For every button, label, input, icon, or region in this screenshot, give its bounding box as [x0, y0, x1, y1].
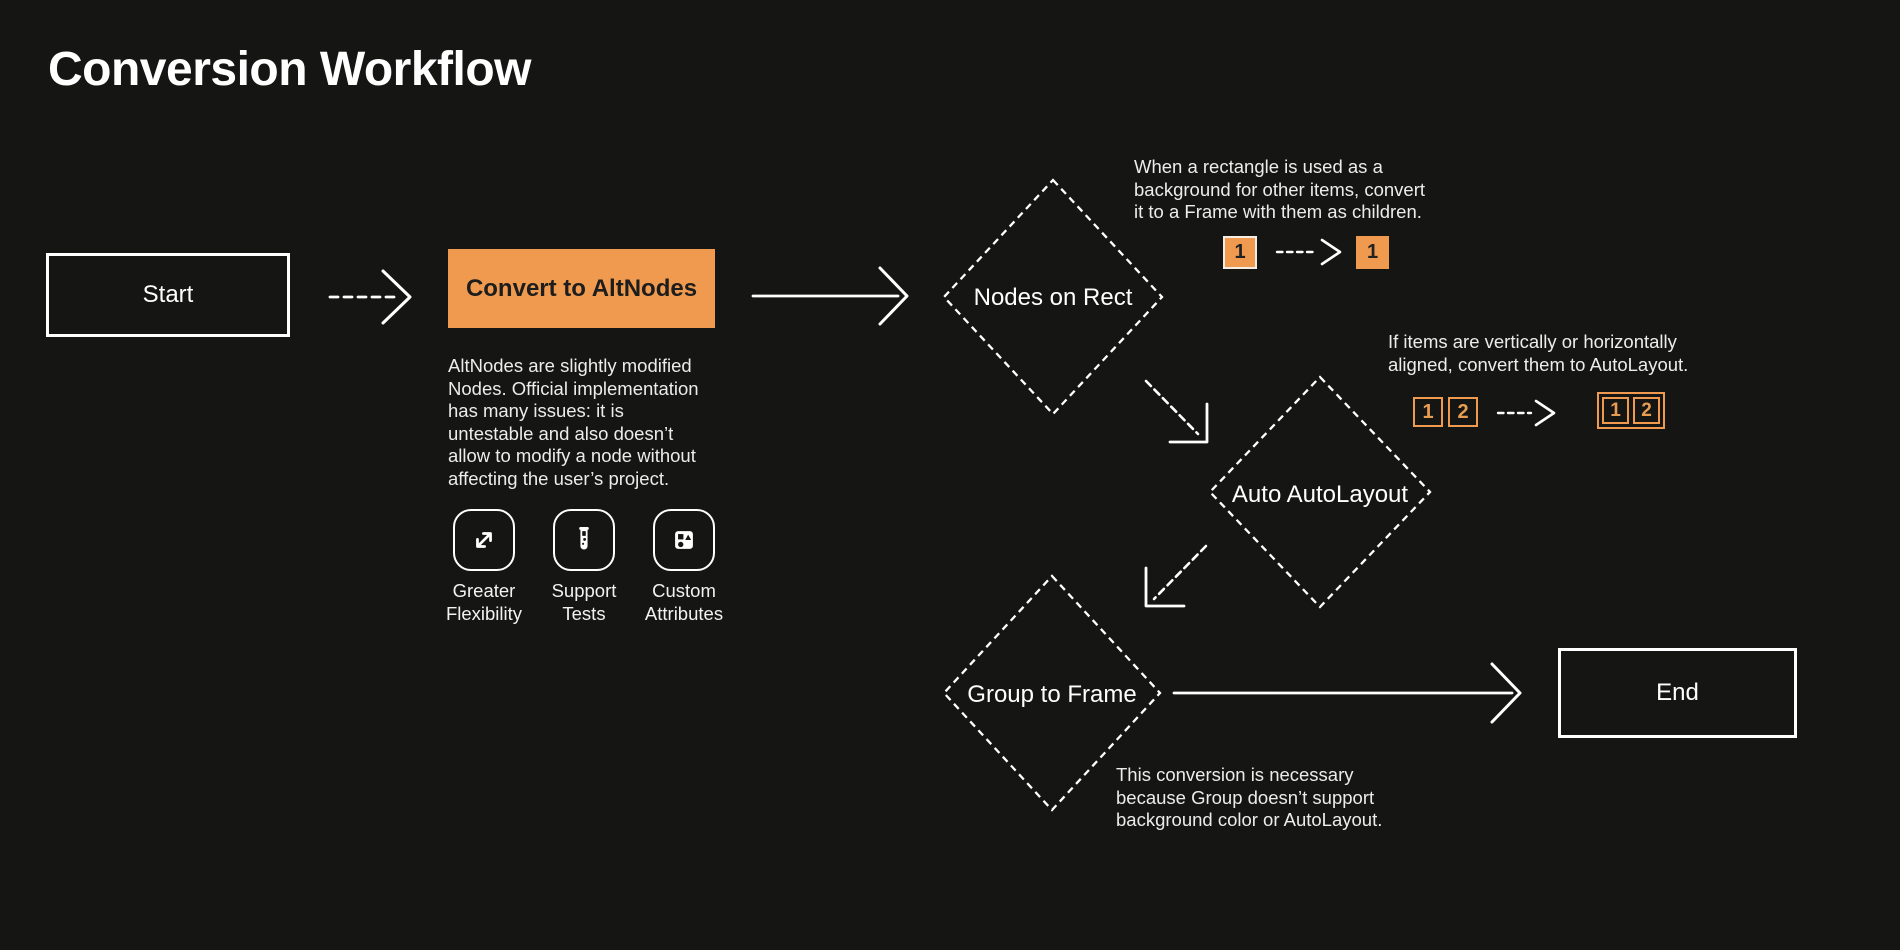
auto-autolayout-diamond [1208, 375, 1432, 609]
end-node-label: End [1656, 679, 1699, 706]
feature-label: Greater Flexibility [445, 580, 523, 624]
end-node: End [1558, 648, 1797, 738]
autolayout-example-before-square-1: 1 [1413, 397, 1443, 427]
arrow-start-to-convert [328, 269, 412, 325]
arrow-rect-example [1275, 238, 1342, 266]
arrow-group-to-frame-to-end [1172, 662, 1522, 724]
autolayout-before-number-2: 2 [1457, 400, 1469, 423]
test-tube-icon [553, 509, 615, 571]
group-to-frame-diamond [942, 574, 1162, 812]
group-to-frame-note: This conversion is necessary because Gro… [1116, 764, 1383, 830]
arrow-convert-to-nodes-on-rect [751, 266, 909, 326]
rect-example-before-number: 1 [1234, 241, 1246, 263]
arrow-nodes-on-rect-to-autolayout [1144, 379, 1209, 444]
altnodes-description: AltNodes are slightly modified Nodes. Of… [448, 355, 699, 489]
altnodes-features: Greater Flexibility Support Tests [440, 509, 728, 625]
autolayout-after-number-2: 2 [1641, 399, 1652, 421]
convert-to-altnodes-node: Convert to AltNodes [448, 249, 715, 328]
auto-autolayout-note: If items are vertically or horizontally … [1388, 331, 1689, 375]
page-title: Conversion Workflow [48, 43, 532, 96]
arrow-autolayout-to-group-to-frame [1144, 544, 1208, 608]
start-node: Start [46, 253, 290, 337]
autolayout-after-number-1: 1 [1610, 399, 1621, 421]
start-node-label: Start [142, 281, 194, 308]
rect-example-before-square: 1 [1223, 236, 1257, 269]
nodes-on-rect-label: Nodes on Rect [973, 284, 1133, 311]
nodes-on-rect-diamond [942, 178, 1164, 416]
autolayout-example-after-square-1: 1 [1602, 397, 1629, 424]
auto-autolayout-label: Auto AutoLayout [1231, 481, 1409, 508]
expand-arrows-icon [453, 509, 515, 571]
feature-label: Custom Attributes [644, 580, 724, 624]
feature-greater-flexibility: Greater Flexibility [440, 509, 528, 625]
arrow-autolayout-example [1496, 399, 1556, 427]
autolayout-example-after-square-2: 2 [1633, 397, 1660, 424]
rect-example-after-square: 1 [1356, 236, 1389, 269]
autolayout-example-before-square-2: 2 [1448, 397, 1478, 427]
feature-custom-attributes: Custom Attributes [640, 509, 728, 625]
nodes-on-rect-note: When a rectangle is used as a background… [1134, 156, 1426, 222]
shapes-icon [653, 509, 715, 571]
autolayout-before-number-1: 1 [1422, 400, 1434, 423]
group-to-frame-label: Group to Frame [967, 681, 1137, 708]
feature-support-tests: Support Tests [540, 509, 628, 625]
convert-to-altnodes-label: Convert to AltNodes [465, 274, 698, 302]
feature-label: Support Tests [551, 580, 617, 624]
autolayout-example-after-group: 1 2 [1597, 392, 1665, 429]
rect-example-after-number: 1 [1366, 241, 1379, 263]
